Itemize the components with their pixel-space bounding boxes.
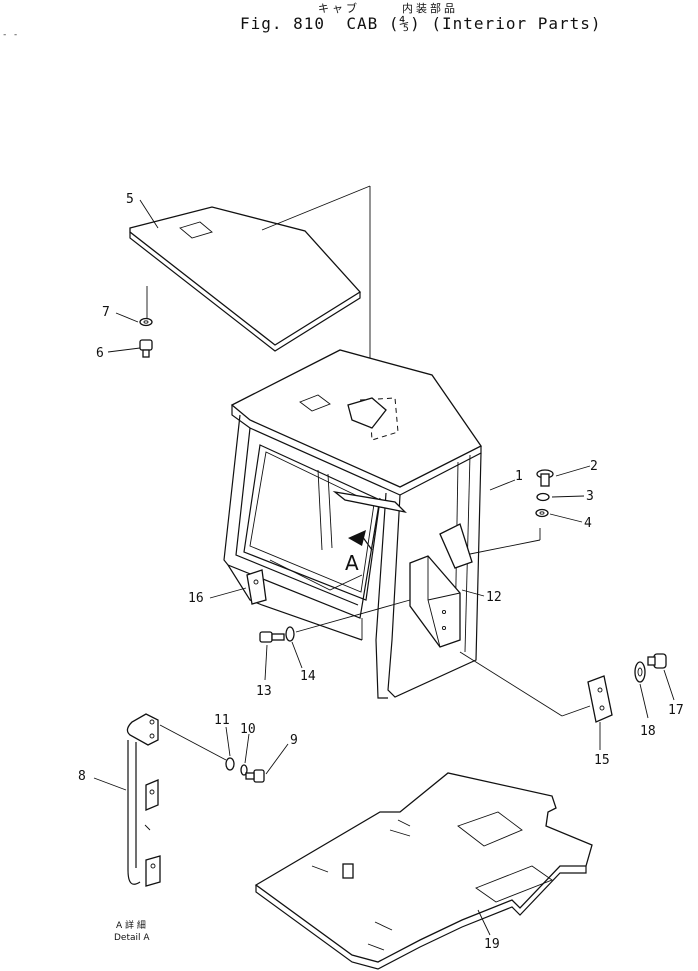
screw-part-17	[647, 653, 667, 669]
cab-body	[223, 349, 482, 699]
callout-9: 9	[290, 733, 298, 748]
callout-12: 12	[486, 590, 502, 605]
callout-16: 16	[188, 591, 204, 606]
callout-8: 8	[78, 769, 86, 784]
switch-box-part-12	[409, 555, 461, 648]
washer-part-14	[285, 626, 295, 642]
callout-18: 18	[640, 724, 656, 739]
corner-mark: - -	[2, 30, 19, 40]
washer-part-11	[225, 757, 235, 771]
callout-17: 17	[668, 703, 684, 718]
bracket-part-1	[332, 490, 541, 569]
callout-19: 19	[484, 937, 500, 952]
callout-14: 14	[300, 669, 316, 684]
callout-1: 1	[515, 469, 523, 484]
callout-15: 15	[594, 753, 610, 768]
callout-6: 6	[96, 346, 104, 361]
callout-13: 13	[256, 684, 272, 699]
callouts: 1 2 3 4 5 6 7 8 9 10 11 12 13 14 15 16 1…	[78, 192, 684, 952]
leader-lines	[93, 199, 675, 936]
washer-part-7	[139, 317, 153, 327]
bolt-part-6	[139, 339, 153, 358]
view-arrow-a: A	[345, 530, 373, 575]
callout-11: 11	[214, 713, 230, 728]
grab-handle-part-8	[126, 713, 161, 887]
floor-mat-part-19	[254, 772, 593, 970]
detail-label-japanese: A 詳 細	[116, 919, 146, 931]
title-japanese: キャブ 内装部品	[318, 2, 458, 15]
callout-5: 5	[126, 192, 134, 207]
washer-part-3	[536, 492, 550, 502]
bracket-part-15	[587, 675, 613, 723]
roof-panel-part-5	[129, 185, 371, 400]
bolt-part-13	[259, 631, 285, 643]
callout-4: 4	[584, 516, 592, 531]
callout-3: 3	[586, 489, 594, 504]
view-marker-text: A	[345, 551, 359, 575]
callout-10: 10	[240, 722, 256, 737]
lock-washer-part-18	[634, 661, 646, 683]
bolt-part-9	[245, 769, 265, 783]
hook-part-16	[246, 569, 267, 605]
screw-part-2	[536, 469, 554, 487]
detail-label-english: Detail A	[114, 933, 150, 943]
callout-2: 2	[590, 459, 598, 474]
washer-part-4	[535, 508, 549, 518]
callout-7: 7	[102, 305, 110, 320]
figure-title: Fig. 810 CAB (⅘) (Interior Parts)	[240, 14, 602, 33]
